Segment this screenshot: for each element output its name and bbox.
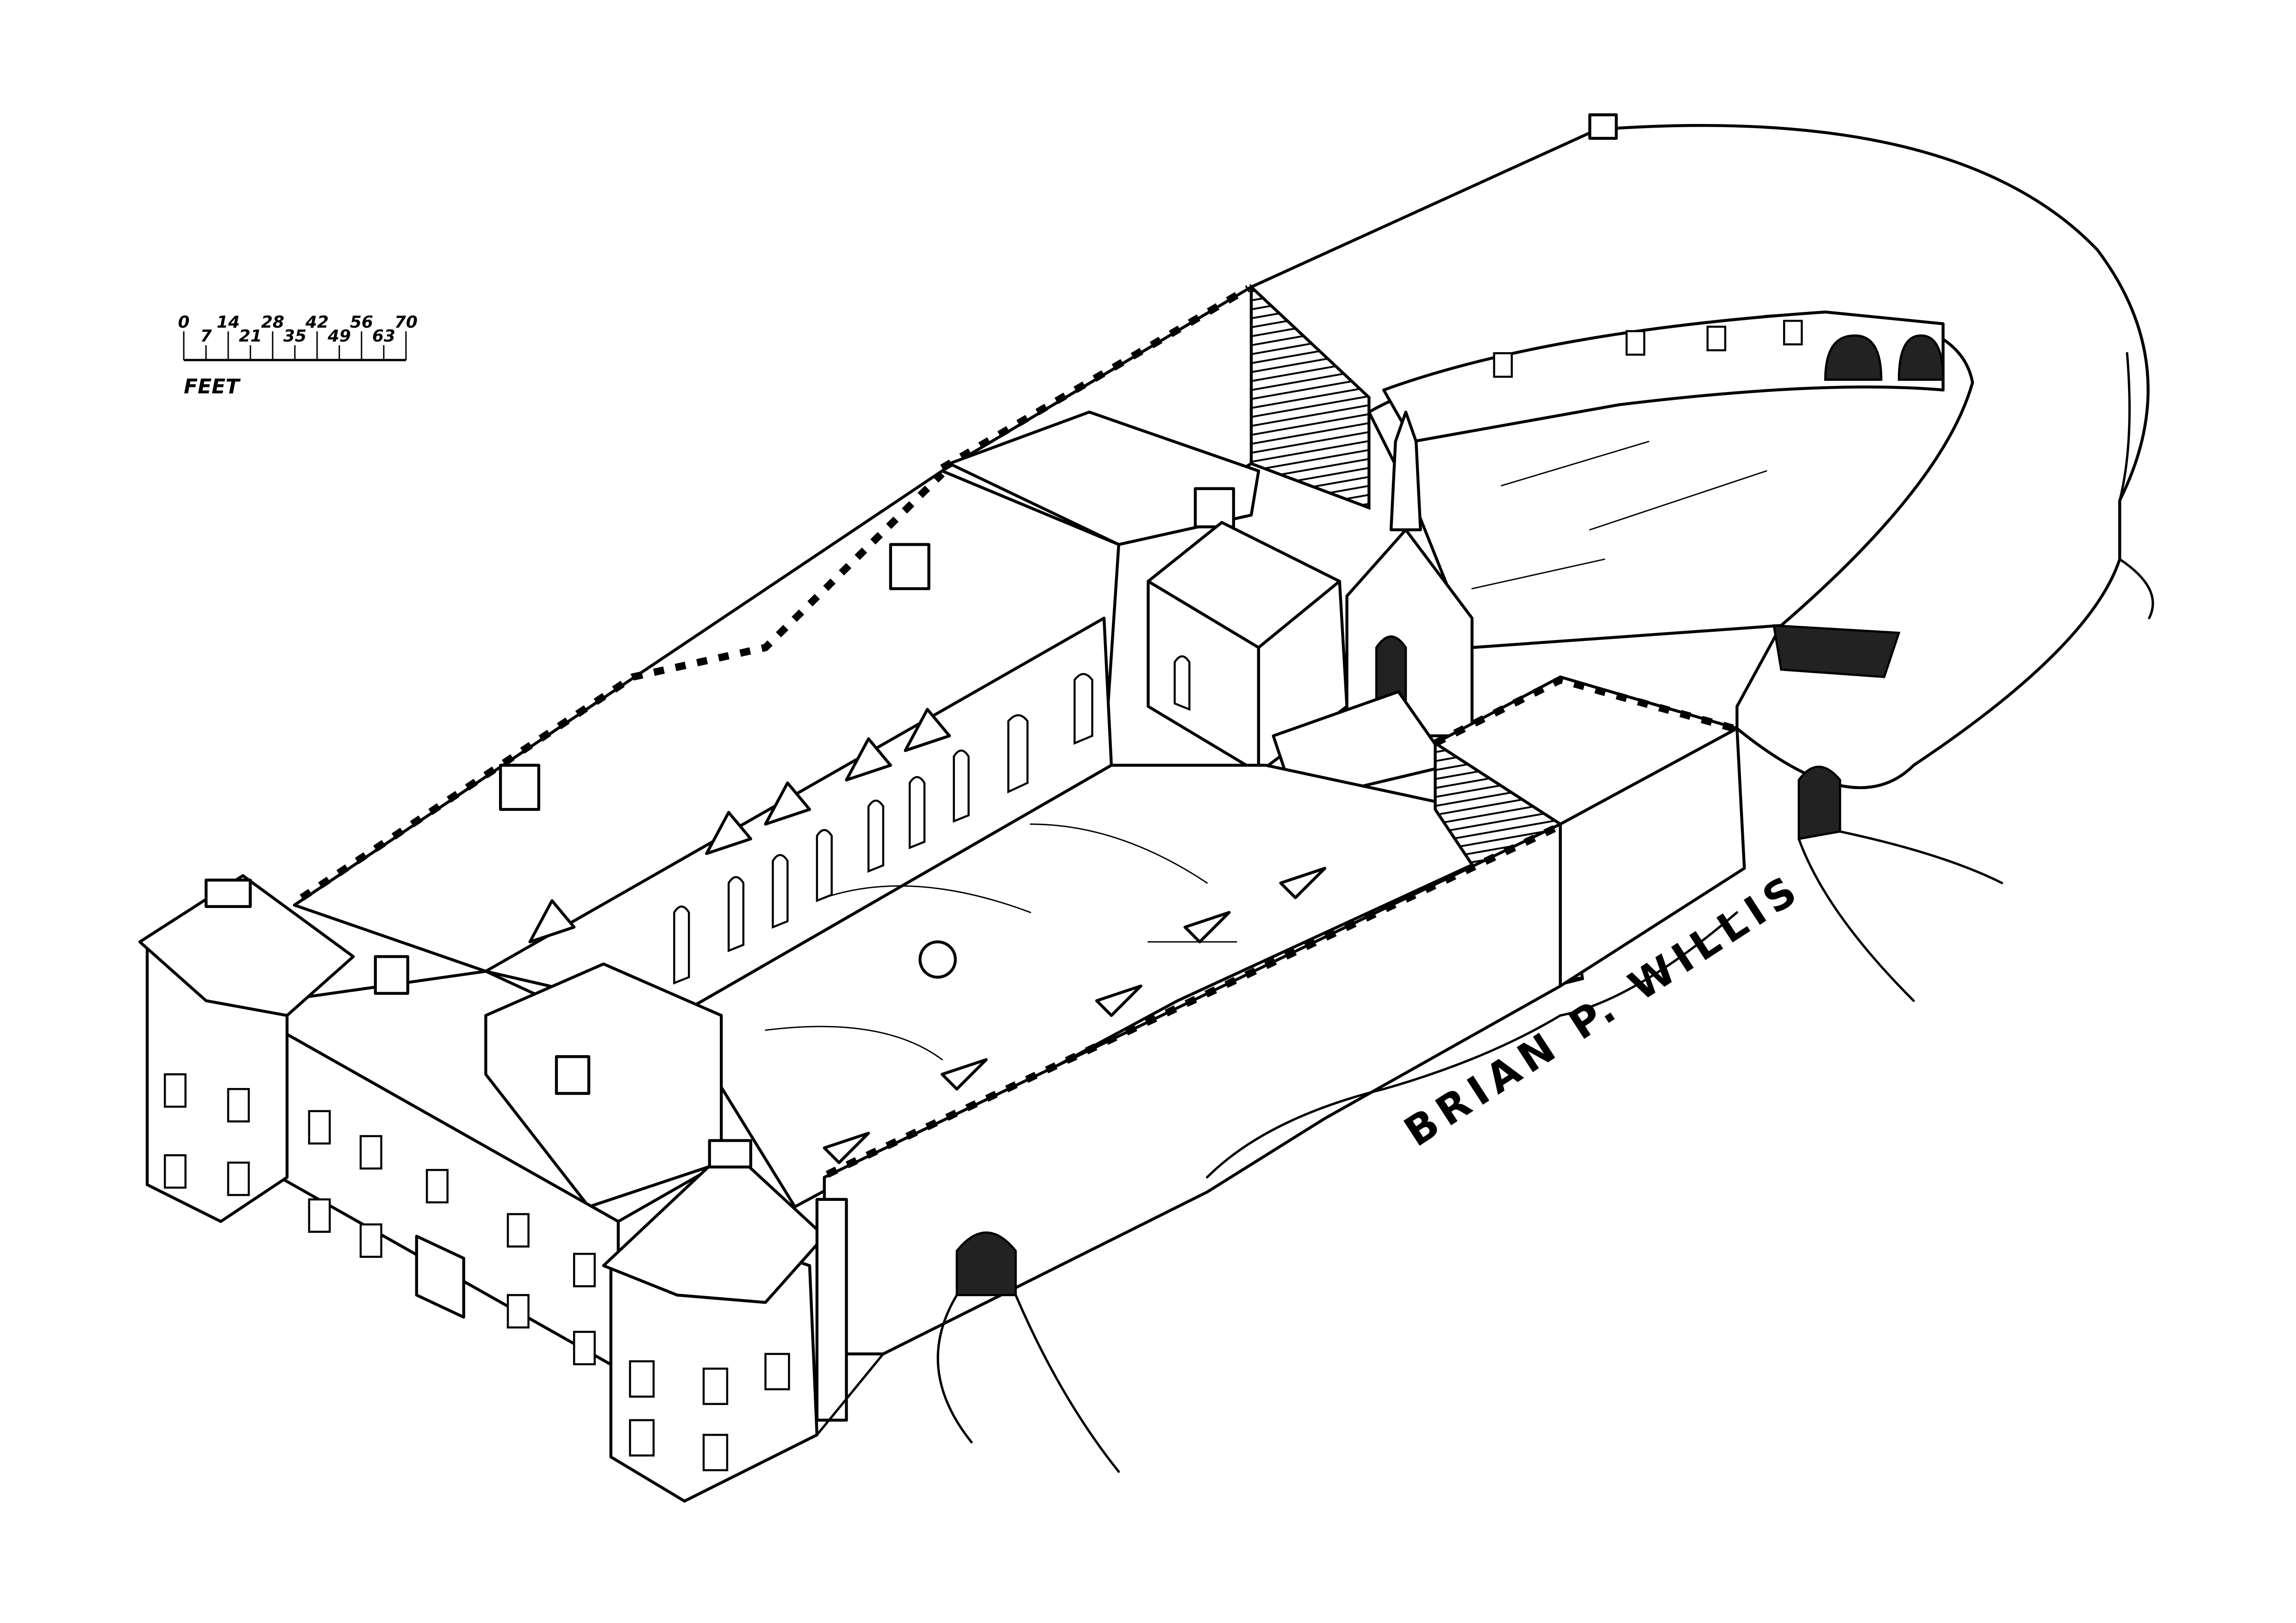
scale-bar-tick-label: 49	[327, 327, 351, 346]
chapel-bell-tower	[1389, 410, 1422, 531]
scale-bar-tick-label: 0	[178, 313, 189, 332]
scale-bar-tick-label: 14	[217, 313, 240, 332]
house-door	[415, 1235, 465, 1319]
scale-bar-tick-label: 7	[200, 327, 212, 346]
scale-bar-tick-label: 28	[261, 313, 284, 332]
well	[918, 940, 957, 979]
scale-bar-tick-label: 21	[239, 327, 262, 346]
house-windows	[308, 1110, 596, 1366]
chimney	[499, 764, 541, 811]
chimney	[1193, 487, 1235, 529]
scale-bar-tick-label: 42	[305, 313, 329, 332]
rear-range	[948, 410, 1260, 546]
gate-arch-east	[1797, 765, 1841, 840]
wall-turret	[1588, 113, 1618, 140]
chimney	[555, 1055, 591, 1095]
range-windows	[673, 673, 1093, 985]
scale-bar-tick-label: 70	[394, 313, 418, 332]
scale-bar-tick-label: 63	[372, 327, 395, 346]
scale-bar-unit: FEET	[184, 375, 241, 398]
dormers	[528, 708, 951, 944]
gate-arch-front	[955, 1231, 1017, 1296]
scale-bar-tick-label: 35	[283, 327, 306, 346]
castle-drawing	[138, 113, 2154, 1503]
scale-bar-tick-label: 56	[350, 313, 373, 332]
east-wall	[1559, 727, 1746, 988]
chimney	[374, 955, 410, 995]
chimney	[889, 543, 930, 591]
